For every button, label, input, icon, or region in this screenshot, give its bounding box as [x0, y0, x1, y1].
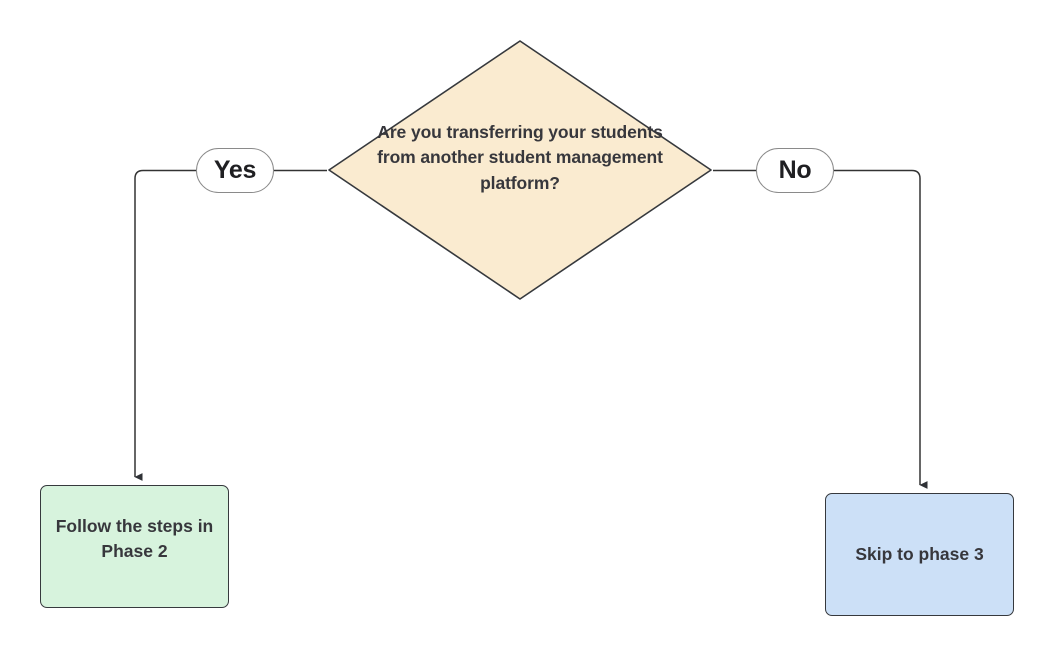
- phase2-node[interactable]: Follow the steps in Phase 2: [40, 485, 229, 608]
- phase2-node-label: Follow the steps in Phase 2: [55, 516, 214, 562]
- decision-node-label: Are you transferring your students from …: [377, 121, 663, 193]
- edge-no-path-down: [834, 169, 928, 489]
- phase3-node-label: Skip to phase 3: [855, 544, 984, 564]
- phase3-node[interactable]: Skip to phase 3: [825, 493, 1014, 616]
- diamond-shape: [328, 40, 712, 300]
- decision-node[interactable]: Are you transferring your students from …: [327, 39, 713, 301]
- edge-label-no[interactable]: No: [756, 148, 834, 193]
- edge-label-yes[interactable]: Yes: [196, 148, 274, 193]
- edge-yes-path-down: [134, 169, 196, 481]
